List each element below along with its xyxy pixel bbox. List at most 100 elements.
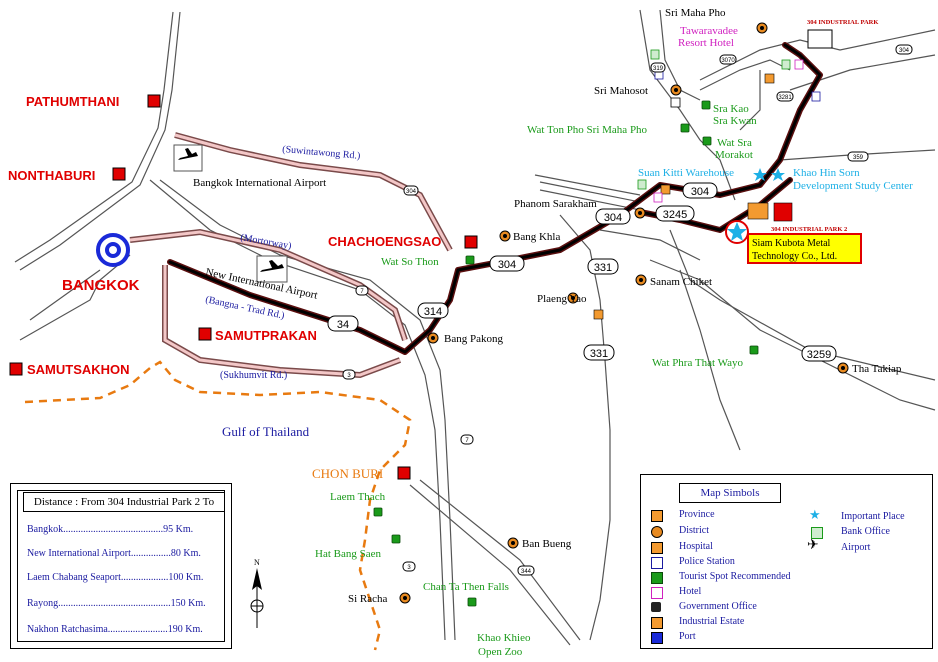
shield-344: 344: [521, 569, 532, 575]
label-khao-hin-sorn: Khao Hin Sorn: [793, 167, 860, 179]
distance-row: New International Airport...............…: [27, 548, 201, 559]
shield-3281: 3281: [778, 95, 792, 101]
industrial-estate-icon: [747, 29, 833, 222]
label-ip-304-2: 304 INDUSTRIAL PARK 2: [771, 226, 847, 233]
highway-shields: [327, 44, 913, 576]
label-phanom-sarakham: Phanom Sarakham: [514, 198, 597, 210]
shield-304: 304: [498, 259, 516, 271]
label-development-center: Development Study Center: [793, 180, 913, 192]
legend-item: Airport: [841, 542, 871, 553]
province-pathumthani: PATHUMTHANI: [26, 94, 119, 109]
distance-row: Rayong..................................…: [27, 598, 206, 609]
distance-box-title: Distance : From 304 Industrial Park 2 To: [23, 492, 225, 512]
label-ban-bueng: Ban Bueng: [522, 538, 572, 550]
legend-title: Map Simbols: [679, 483, 781, 503]
legend-item: Important Place: [841, 511, 905, 522]
label-resort-hotel: Resort Hotel: [678, 37, 734, 49]
shield-304-small: 304: [899, 48, 910, 54]
label-wat-ton-pho: Wat Ton Pho Sri Maha Pho: [527, 124, 648, 136]
main-route: [167, 42, 823, 355]
label-bangna: (Bangna - Trad Rd.): [204, 294, 285, 322]
province-markers: [9, 94, 478, 480]
province-samutsakhon: SAMUTSAKHON: [27, 362, 130, 377]
label-wat-sra: Wat Sra: [717, 137, 752, 149]
tourist-markers: [373, 100, 759, 607]
label-laem-thach: Laem Thach: [330, 491, 386, 503]
important-place-icon: [753, 168, 767, 181]
shield-7: 7: [465, 438, 469, 444]
label-sri-mahosot: Sri Mahosot: [594, 85, 648, 97]
bangkok-marker: [96, 233, 130, 267]
coastline: [24, 360, 412, 651]
government-symbol-icon: [651, 602, 661, 612]
shield-7: 7: [360, 289, 364, 295]
hotel-symbol-icon: [651, 587, 663, 599]
province-samutprakan: SAMUTPRAKAN: [215, 328, 317, 343]
legend-item: Police Station: [679, 556, 735, 567]
legend-item: Hotel: [679, 586, 702, 597]
shield-319: 319: [653, 66, 664, 72]
label-tawaravadee: Tawaravadee: [680, 25, 738, 37]
label-siam-kubota-2: Technology Co., Ltd.: [752, 251, 837, 262]
label-si-racha: Si Racha: [348, 593, 388, 605]
shield-3: 3: [347, 373, 351, 379]
shield-304: 304: [604, 212, 622, 224]
label-sanam-chiket: Sanam Chiket: [650, 276, 712, 288]
north-arrow-icon: [250, 568, 264, 628]
shield-3245: 3245: [663, 209, 687, 221]
label-plaeng-yao: Plaeng Yao: [537, 293, 587, 305]
shield-34: 34: [337, 319, 349, 331]
legend-item: District: [679, 525, 709, 536]
label-sri-maha-pho: Sri Maha Pho: [665, 7, 726, 19]
label-suan-kitti: Suan Kitti Warehouse: [638, 167, 734, 179]
distance-box: Distance : From 304 Industrial Park 2 To…: [10, 483, 232, 649]
label-wat-phra-that-wayo: Wat Phra That Wayo: [652, 357, 743, 369]
shield-359: 359: [853, 155, 864, 161]
legend-item: Province: [679, 509, 715, 520]
legend-item: Hospital: [679, 541, 713, 552]
shield-3070: 3070: [721, 58, 735, 64]
airport-symbol-icon: ✈: [807, 538, 819, 553]
legend-item: Industrial Estate: [679, 616, 745, 627]
shield-304: 304: [691, 186, 709, 198]
shield-331: 331: [590, 348, 608, 360]
label-chan-ta-then: Chan Ta Then Falls: [423, 581, 509, 593]
label-tha-takiap: Tha Takiap: [852, 363, 902, 375]
label-suwintawong: (Suwintawong Rd.): [282, 144, 361, 162]
label-sra-kao: Sra Kao: [713, 103, 749, 115]
distance-box-frame: [17, 490, 225, 642]
important-place-icon: [771, 168, 785, 181]
label-wat-so-thon: Wat So Thon: [381, 256, 439, 268]
label-hat-bang-saen: Hat Bang Saen: [315, 548, 381, 560]
label-sra-kwan: Sra Kwan: [713, 115, 757, 127]
legend-box: Map Simbols Province District Hospital P…: [640, 474, 933, 649]
airport-icon: [173, 144, 203, 172]
label-gulf: Gulf of Thailand: [222, 424, 310, 439]
distance-row: Laem Chabang Seaport...................1…: [27, 572, 204, 583]
hospital-symbol-icon: [651, 542, 663, 554]
shield-3259: 3259: [807, 349, 831, 361]
shield-3: 3: [407, 565, 411, 571]
label-open-zoo: Open Zoo: [478, 646, 523, 658]
tourist-symbol-icon: [651, 572, 663, 584]
industrial-symbol-icon: [651, 617, 663, 629]
airport-icon: [256, 255, 288, 283]
province-chachoengsao: CHACHOENGSAO: [328, 234, 441, 249]
province-chonburi: CHON BURI: [312, 466, 383, 481]
label-bangkok-airport: Bangkok International Airport: [193, 177, 326, 189]
star-icon: ★: [809, 507, 821, 522]
bank-symbol-icon: [811, 527, 823, 539]
legend-item: Bank Office: [841, 526, 890, 537]
label-morakot: Morakot: [715, 149, 753, 161]
shield-331: 331: [594, 262, 612, 274]
double-roads: [129, 132, 453, 379]
siam-kubota-marker: [725, 220, 862, 264]
north-label: N: [254, 558, 260, 567]
distance-row: Bangkok.................................…: [27, 524, 194, 535]
label-ip-304: 304 INDUSTRIAL PARK: [807, 19, 878, 26]
label-bang-pakong: Bang Pakong: [444, 333, 503, 345]
port-symbol-icon: [651, 632, 663, 644]
district-symbol-icon: [651, 526, 663, 538]
province-nonthaburi: NONTHABURI: [8, 168, 95, 183]
